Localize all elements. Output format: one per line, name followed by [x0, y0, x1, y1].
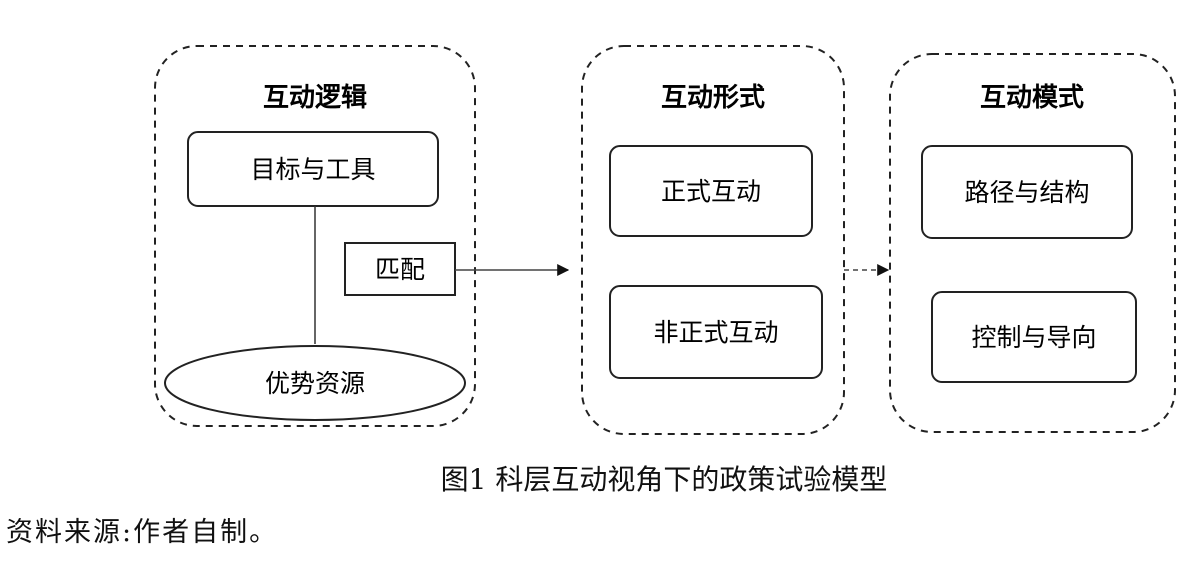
advantage-resource-ellipse	[164, 345, 466, 421]
advantage-resource-label: 优势资源	[265, 369, 365, 398]
group-mode-title: 互动模式	[980, 83, 1084, 113]
group-logic-title: 互动逻辑	[263, 83, 367, 113]
match-box	[344, 242, 456, 296]
informal-interaction-label: 非正式互动	[653, 318, 778, 347]
formal-interaction-label: 正式互动	[661, 177, 761, 206]
informal-interaction-box	[609, 285, 823, 379]
source-note: 资料来源:作者自制。	[6, 517, 279, 548]
goal-tool-box	[187, 131, 439, 207]
policy-experiment-diagram: 互动逻辑 目标与工具 匹配 优势资源 互动形式 正式互动 非正式互动 互动模式 …	[154, 45, 1176, 435]
figure-caption-text: 图1 科层互动视角下的政策试验模型	[440, 463, 888, 496]
group-logic-frame	[154, 45, 476, 427]
group-mode-frame	[889, 53, 1176, 433]
match-label: 匹配	[375, 255, 425, 284]
figure-caption: 图1 科层互动视角下的政策试验模型	[0, 458, 1200, 498]
control-guidance-box	[931, 291, 1137, 383]
goal-tool-label: 目标与工具	[250, 155, 375, 184]
formal-interaction-box	[609, 145, 813, 237]
control-guidance-label: 控制与导向	[971, 323, 1096, 352]
group-form-frame	[581, 45, 845, 435]
group-form-title: 互动形式	[661, 83, 765, 113]
path-structure-label: 路径与结构	[964, 178, 1089, 207]
path-structure-box	[921, 145, 1133, 239]
